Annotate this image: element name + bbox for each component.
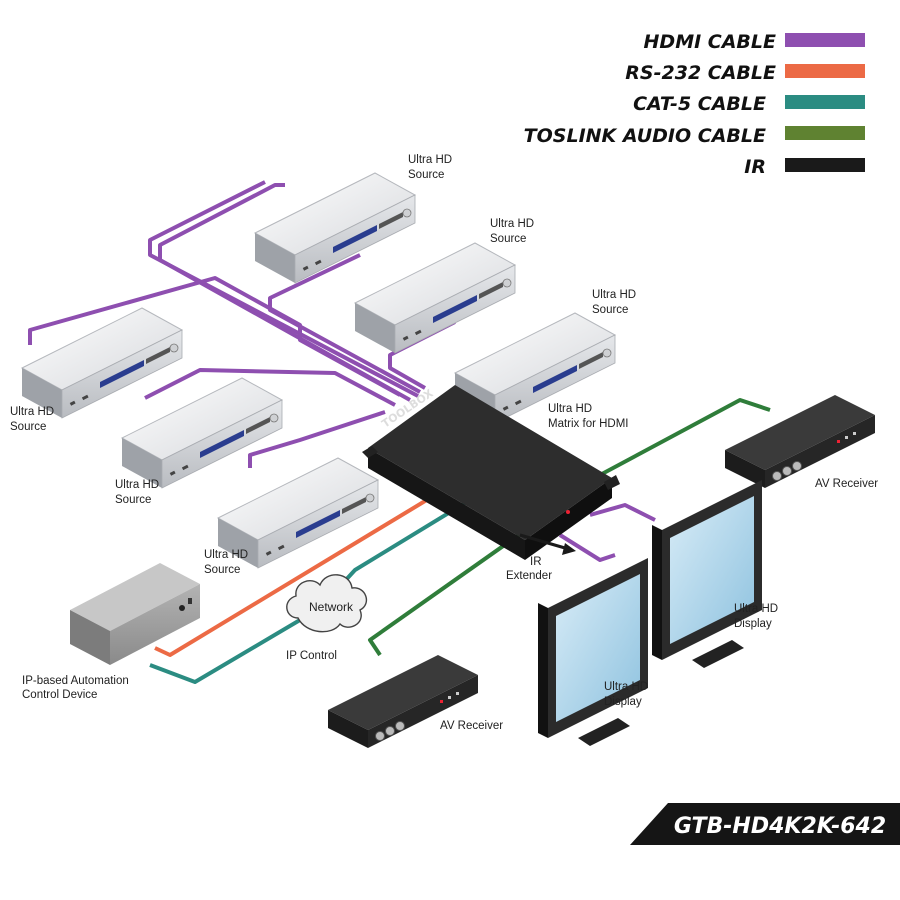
legend-swatch-rs232 — [785, 64, 865, 78]
legend-item-toslink: TOSLINK AUDIO CABLE — [524, 125, 865, 147]
legend-label-cat5: CAT-5 CABLE — [633, 93, 766, 115]
ultra-hd-source-6: Ultra HD Source — [204, 457, 379, 576]
legend-swatch-hdmi — [785, 33, 865, 47]
ir-arrow-icon — [562, 543, 576, 555]
hdmi-cables — [28, 180, 656, 562]
source-2-label-line1: Ultra HD — [490, 218, 534, 230]
legend-item-rs232: RS-232 CABLE — [625, 62, 865, 84]
av-receiver-bottom-label: AV Receiver — [440, 720, 503, 732]
display-front-label-line1: Ultra HD — [604, 681, 648, 693]
model-number-banner: GTB-HD4K2K-642 — [630, 803, 900, 845]
legend-item-ir: IR — [744, 156, 865, 178]
legend-label-hdmi: HDMI CABLE — [644, 31, 777, 53]
ir-extender: IR Extender — [506, 533, 576, 582]
matrix-label-line1: Ultra HD — [548, 403, 592, 415]
hdmi-cable-source-1b — [148, 180, 419, 398]
source-5-label-line1: Ultra HD — [115, 479, 159, 491]
ultra-hd-source-1: Ultra HD Source — [254, 154, 452, 284]
av-receiver-right-label: AV Receiver — [815, 478, 878, 490]
ultra-hd-source-3: Ultra HD Source — [454, 289, 636, 424]
display-front-label-line2: Display — [604, 696, 642, 708]
ultra-hd-source-2: Ultra HD Source — [354, 218, 534, 354]
ip-automation-control-device: IP-based Automation Control Device — [22, 563, 200, 701]
rs232-cable-automation — [154, 490, 442, 657]
ultra-hd-display-right: Ultra HD Display — [652, 480, 778, 668]
source-1-label-line2: Source — [408, 169, 444, 181]
ultra-hd-display-front: Ultra HD Display — [538, 558, 648, 746]
network-cloud-label: Network — [309, 600, 354, 614]
source-6-label-line1: Ultra HD — [204, 549, 248, 561]
matrix-label-line2: Matrix for HDMI — [548, 418, 629, 430]
source-5-label-line2: Source — [115, 494, 151, 506]
av-receiver-bottom: AV Receiver — [327, 654, 503, 749]
matrix-led — [566, 510, 570, 514]
legend-swatch-ir — [785, 158, 865, 172]
source-6-label-line2: Source — [204, 564, 240, 576]
network-cloud-icon — [286, 574, 368, 633]
rs232-cable — [154, 490, 442, 657]
source-3-label-line1: Ultra HD — [592, 289, 636, 301]
automation-label-line2: Control Device — [22, 689, 97, 701]
source-1-label-line1: Ultra HD — [408, 154, 452, 166]
hdmi-cable-source-5 — [144, 368, 396, 407]
legend-item-cat5: CAT-5 CABLE — [633, 93, 865, 115]
source-4-label-line2: Source — [10, 421, 46, 433]
model-number-text: GTB-HD4K2K-642 — [674, 814, 886, 839]
cat5-cable-automation — [149, 618, 302, 684]
legend-label-ir: IR — [744, 156, 766, 178]
source-3-label-line2: Source — [592, 304, 628, 316]
legend-swatch-toslink — [785, 126, 865, 140]
ir-extender-label-line2: Extender — [506, 570, 552, 582]
ip-control-label: IP Control — [286, 650, 337, 662]
hdmi-cable-display-front — [558, 533, 616, 562]
ir-cable — [519, 533, 566, 550]
legend-swatch-cat5 — [785, 95, 865, 109]
av-receiver-right: AV Receiver — [724, 394, 878, 490]
hdmi-cable-display-right — [589, 503, 656, 522]
toslink-cable-receiver-right — [599, 398, 771, 477]
ultra-hd-matrix: TOOLBOX Ultra HD Matrix for HDMI — [362, 385, 629, 560]
network-cloud: Network IP Control — [286, 574, 368, 662]
hdmi-cable-source-1 — [158, 183, 411, 402]
automation-label-line1: IP-based Automation — [22, 675, 129, 687]
cable-legend: HDMI CABLE RS-232 CABLE CAT-5 CABLE TOSL… — [524, 31, 865, 178]
ir-extender-label-line1: IR — [530, 556, 542, 568]
hdmi-cable-source-4 — [28, 276, 401, 397]
ultra-hd-source-4: Ultra HD Source — [10, 307, 183, 433]
hdmi-cable-source-6 — [248, 410, 386, 468]
display-right-label-line1: Ultra HD — [734, 603, 778, 615]
hdmi-cable-source-2 — [268, 253, 421, 394]
display-right-label-line2: Display — [734, 618, 772, 630]
source-2-label-line2: Source — [490, 233, 526, 245]
source-4-label-line1: Ultra HD — [10, 406, 54, 418]
ultra-hd-source-5: Ultra HD Source — [115, 377, 283, 506]
toslink-cable-receiver-bottom — [368, 518, 542, 657]
toslink-cables — [368, 398, 771, 657]
legend-label-toslink: TOSLINK AUDIO CABLE — [524, 125, 766, 147]
legend-label-rs232: RS-232 CABLE — [625, 62, 776, 84]
legend-item-hdmi: HDMI CABLE — [644, 31, 865, 53]
